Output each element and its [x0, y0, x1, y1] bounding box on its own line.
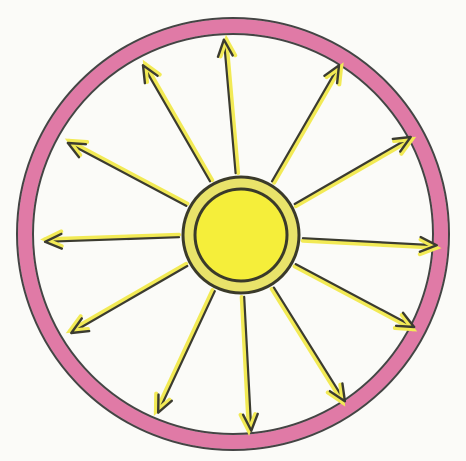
arrow-spoke-upper-left — [143, 64, 212, 181]
arrow-spoke-right — [303, 237, 437, 254]
arrow-spoke-left-up — [68, 141, 187, 206]
arrow-spoke-left-down — [70, 264, 187, 333]
arrow-highlight — [226, 40, 238, 174]
arrow-highlight — [296, 139, 412, 206]
arrow-shaft — [272, 65, 339, 181]
arrow-shaft — [295, 137, 411, 204]
arrow-highlight — [145, 64, 212, 180]
arrow-highlight — [70, 264, 186, 331]
arrow-shaft — [71, 266, 187, 333]
arrow-highlight — [295, 266, 413, 329]
arrow-highlight — [274, 67, 341, 183]
arrow-spoke-lower-right — [272, 288, 345, 403]
arrow-spoke-down — [241, 297, 258, 431]
arrow-shaft — [274, 288, 345, 402]
arrow-spoke-left — [45, 231, 179, 248]
arrow-spoke-up — [218, 40, 238, 174]
arrow-shaft — [68, 143, 186, 206]
arrow-highlight — [156, 290, 213, 412]
arrow-shaft — [296, 264, 414, 327]
arrow-highlight — [272, 289, 343, 403]
arrow-shaft — [143, 65, 210, 181]
arrow-spoke-right-down — [295, 264, 415, 329]
arrow-spoke-lower-left — [156, 290, 215, 413]
arrow-spoke-upper-right — [272, 65, 341, 182]
arrow-highlight — [69, 141, 187, 204]
arrow-shaft — [158, 291, 215, 412]
arrow-spoke-right-up — [295, 137, 412, 206]
hub-core — [195, 189, 287, 281]
